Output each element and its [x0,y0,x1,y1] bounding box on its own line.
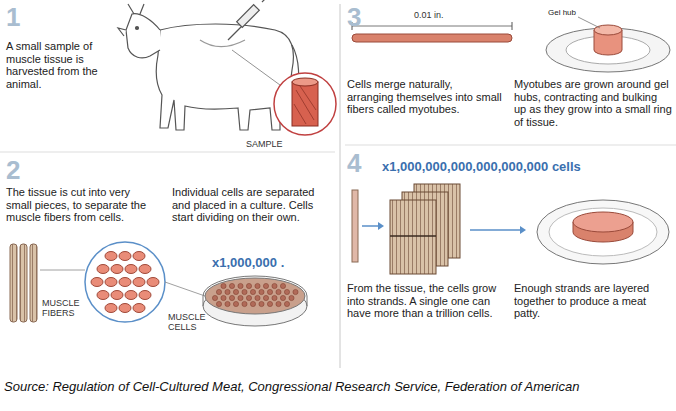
petri-dish [203,276,307,326]
cell [250,289,255,294]
part-label: MUSCLE CELLS [168,312,208,333]
step-number: 2 [6,157,20,183]
cell [139,291,151,300]
cell [111,291,123,300]
cell [221,295,226,300]
cell [259,289,264,294]
cell [246,295,251,300]
cell [147,278,159,287]
step-text: Cells merge naturally, arranging themsel… [347,78,502,116]
cell [119,278,131,287]
myotube [352,22,512,42]
leader-line [232,50,280,85]
cell [233,289,238,294]
cell [125,291,137,300]
cell [133,278,145,287]
cell [272,295,277,300]
cell [263,283,268,288]
cell-culture [212,283,298,306]
step-text: Individual cells are separated and place… [172,186,332,224]
cell [263,295,268,300]
cell [267,289,272,294]
dimension-label: 0.01 in. [414,10,444,20]
cell [139,265,151,274]
muscle-cells [91,252,159,313]
cell-circle [85,242,165,322]
cell [225,289,230,294]
divider [345,145,676,146]
cell [221,283,226,288]
cell [133,304,145,313]
sample-circle [274,73,336,135]
cell [105,252,117,261]
part-label: Gel hub [548,8,576,17]
cell [133,252,145,261]
cell [284,289,289,294]
syringe [228,0,268,40]
cell [267,301,272,306]
step-text: Myotubes are grown around gel hubs, cont… [514,78,672,129]
step-number: 4 [347,150,361,176]
multiplier: x1,000,000,000,000,000,000 cells [382,160,581,175]
part-label: SAMPLE [246,139,283,149]
cell [293,289,298,294]
cell [119,304,131,313]
caption: Source: Regulation of Cell-Cultured Meat… [4,380,579,395]
muscle-fibers [10,244,37,322]
cell [276,301,281,306]
cell [91,278,103,287]
cell [97,291,109,300]
cell [255,295,260,300]
cell [238,283,243,288]
cell [255,283,260,288]
gel-hub-dish [546,17,670,72]
cell [233,301,238,306]
tissue-sample [292,78,318,126]
step-text: A small sample of muscle tissue is harve… [6,40,118,91]
cell [280,283,285,288]
cell [246,283,251,288]
part-label: MUSCLE FIBERS [42,298,82,319]
cell [105,304,117,313]
cell [242,289,247,294]
step-number: 3 [347,4,361,30]
meat-patty [537,200,669,264]
cell [97,265,109,274]
cell [272,283,277,288]
cell [276,289,281,294]
cell [280,295,285,300]
step-text: The tissue is cut into very small pieces… [6,186,156,224]
leader-line [40,270,85,271]
step-number: 1 [6,4,20,30]
cell [212,295,217,300]
leader-line [165,282,205,296]
cell [105,278,117,287]
cell [125,265,137,274]
cell [238,295,243,300]
divider [0,152,335,153]
cell [229,295,234,300]
strands [352,184,526,274]
cow-drawing [118,4,299,130]
cell [284,301,289,306]
cell [229,283,234,288]
multiplier: x1,000,000 . [212,256,284,271]
cell [250,301,255,306]
cell [242,301,247,306]
step-text: Enough strands are layered together to p… [514,282,670,320]
divider [340,4,341,368]
cell [259,301,264,306]
cell [119,252,131,261]
cell [225,301,230,306]
cell [111,265,123,274]
cell [289,295,294,300]
cell [216,301,221,306]
step-text: From the tissue, the cells grow into str… [347,282,507,320]
cell [216,289,221,294]
